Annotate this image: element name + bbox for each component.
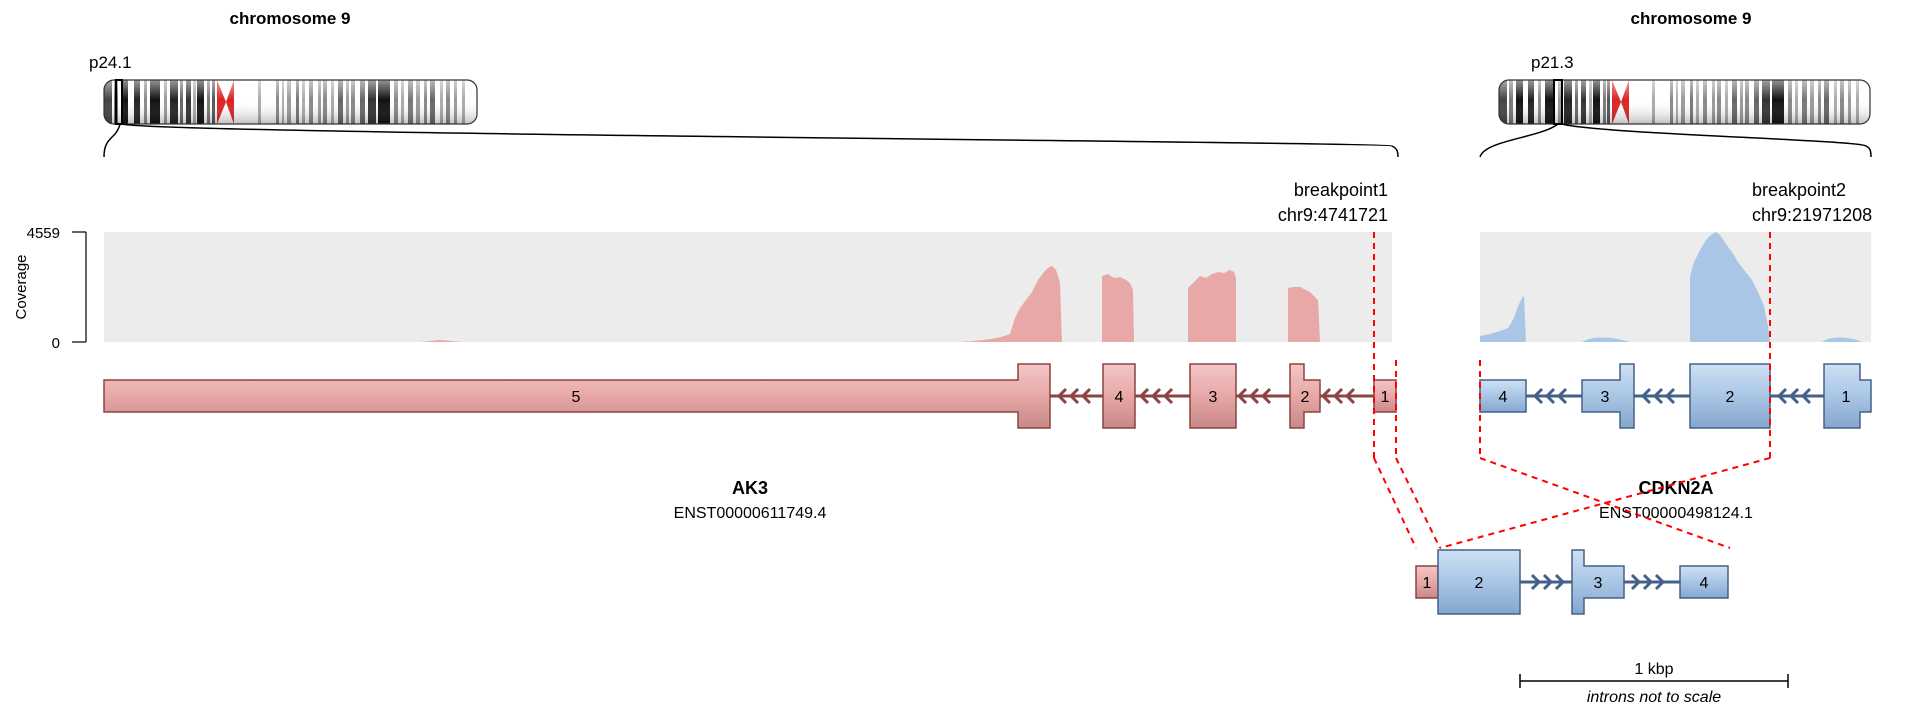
breakpoint-lines — [1373, 232, 1771, 549]
breakpoint2-label: breakpoint2 — [1752, 180, 1846, 200]
gene-right-name: CDKN2A — [1638, 478, 1713, 498]
gene-left-transcript: ENST00000611749.4 — [674, 505, 827, 522]
fusion-exon-4: 4 — [1679, 565, 1729, 599]
fusion-exon-4-label: 4 — [1700, 575, 1709, 592]
intron-arrows-right — [1532, 387, 1812, 405]
gene-left-exon-1-label: 1 — [1381, 389, 1390, 406]
gene-right-exon-4-label: 4 — [1499, 389, 1508, 406]
chromosome-right-title: chromosome 9 — [1631, 9, 1752, 28]
coverage-axis: 4559 0 Coverage — [13, 225, 87, 352]
fusion-connector-c — [1439, 457, 1771, 549]
chromosome-left-band: p24.1 — [89, 53, 132, 72]
gene-left-exon-5: 5 — [103, 363, 1051, 429]
gene-left-exon-1: 1 — [1373, 379, 1397, 413]
coverage-min-label: 0 — [52, 335, 60, 352]
coverage-track-right — [1480, 232, 1871, 342]
fusion-exon-3: 3 — [1571, 549, 1625, 615]
fusion-exon-3-label: 3 — [1594, 575, 1603, 592]
gene-left-track: 5 4 3 2 1 — [103, 363, 1397, 429]
gene-right-exon-2: 2 — [1689, 363, 1771, 429]
chromosome-right-ideogram — [1498, 79, 1871, 125]
gene-left-exon-2: 2 — [1289, 363, 1321, 429]
chromosome-left-ideogram — [103, 79, 478, 125]
gene-left-exon-5-label: 5 — [572, 389, 581, 406]
gene-right-track: 4 3 2 1 — [1479, 363, 1872, 429]
gene-left-exon-4-label: 4 — [1115, 389, 1124, 406]
gene-right-exon-1: 1 — [1823, 363, 1872, 429]
chromosome-right-zoom-bracket — [1479, 123, 1872, 158]
coverage-max-label: 4559 — [27, 225, 60, 242]
breakpoint1-label: breakpoint1 — [1294, 180, 1388, 200]
chromosome-left-title: chromosome 9 — [230, 9, 351, 28]
coverage-track-left — [104, 232, 1392, 342]
breakpoint1-position: chr9:4741721 — [1278, 205, 1388, 225]
fusion-connector-a — [1373, 457, 1417, 549]
chromosome-left-zoom-bracket — [103, 123, 1399, 158]
fusion-exon-2-label: 2 — [1475, 575, 1484, 592]
gene-left-exon-3: 3 — [1189, 363, 1237, 429]
gene-right-exon-2-label: 2 — [1726, 389, 1735, 406]
fusion-exon-1-label: 1 — [1423, 575, 1432, 592]
gene-right-transcript: ENST00000498124.1 — [1599, 505, 1753, 522]
breakpoint2-position: chr9:21971208 — [1752, 205, 1872, 225]
gene-left-name: AK3 — [732, 478, 768, 498]
gene-right-exon-1-label: 1 — [1842, 389, 1851, 406]
scale-bar-note: introns not to scale — [1587, 689, 1721, 706]
gene-right-exon-3-label: 3 — [1601, 389, 1610, 406]
gene-left-exon-2-label: 2 — [1301, 389, 1310, 406]
fusion-connector-b — [1395, 457, 1441, 549]
gene-left-exon-3-label: 3 — [1209, 389, 1218, 406]
coverage-axis-label: Coverage — [13, 254, 30, 319]
fusion-exon-2: 2 — [1437, 549, 1521, 615]
fusion-exon-1: 1 — [1415, 565, 1439, 599]
fusion-connector-d — [1479, 457, 1731, 549]
scale-bar-label: 1 kbp — [1634, 661, 1673, 678]
scale-bar: 1 kbp introns not to scale — [1519, 661, 1789, 706]
intron-arrows-left — [1056, 387, 1356, 405]
gene-left-exon-4: 4 — [1102, 363, 1136, 429]
chromosome-right-band: p21.3 — [1531, 53, 1574, 72]
gene-right-exon-4: 4 — [1479, 379, 1527, 413]
fusion-transcript: 1 2 3 4 — [1415, 549, 1729, 615]
gene-right-exon-3: 3 — [1581, 363, 1635, 429]
fusion-intron-arrows — [1530, 573, 1666, 591]
